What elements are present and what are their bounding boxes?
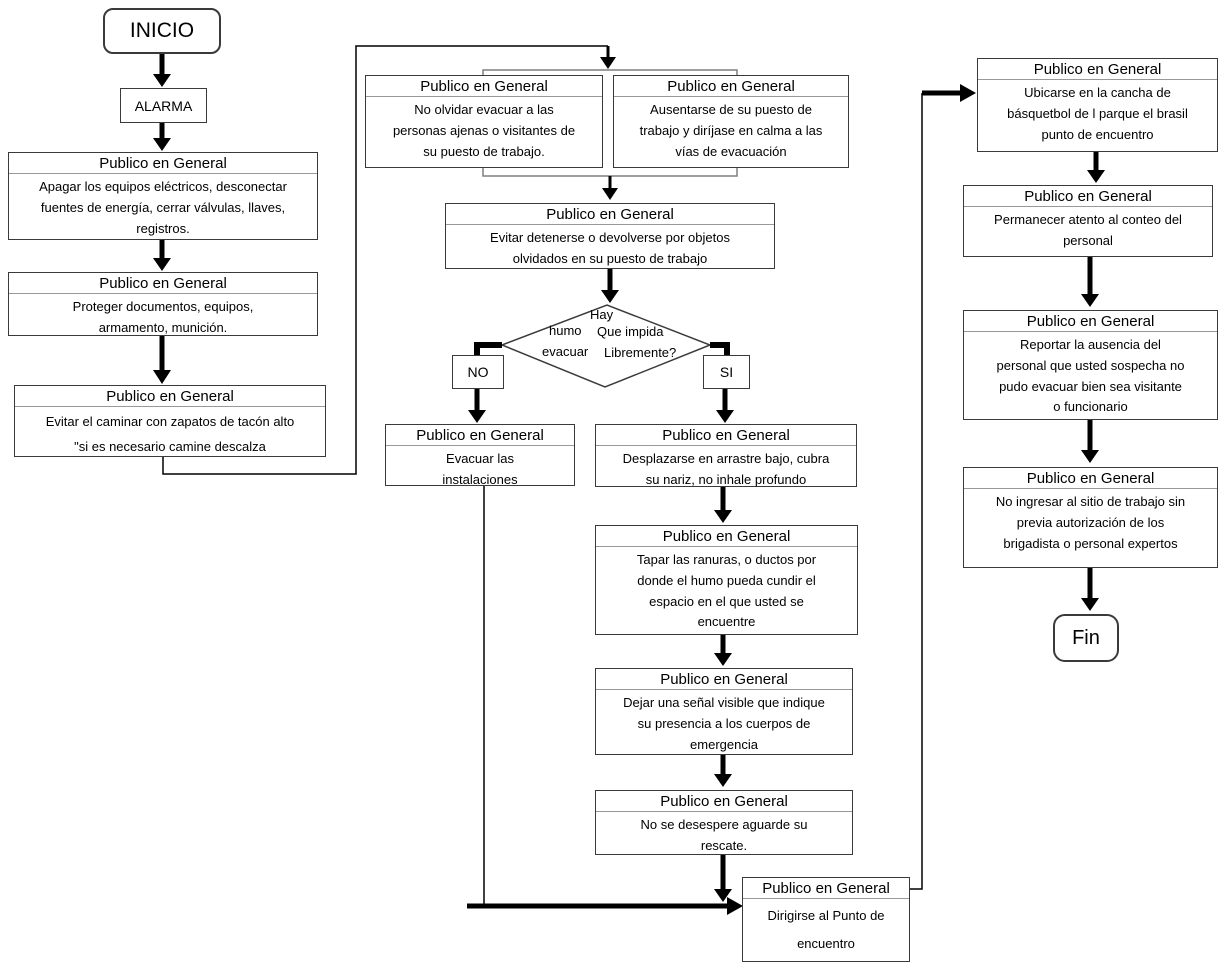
step-no-ingresar-box: Publico en General No ingresar al sitio … <box>963 467 1218 568</box>
step-body: Ausentarse de su puesto de trabajo y dir… <box>639 102 823 159</box>
step-no-desespere-box: Publico en General No se desespere aguar… <box>595 790 853 855</box>
arrow-group-evitar-detenerse <box>602 176 618 200</box>
step-evitar-detenerse-box: Publico en General Evitar detenerse o de… <box>445 203 775 269</box>
step-header: Publico en General <box>366 76 602 97</box>
arrow-permanecer-reportar <box>1081 257 1099 307</box>
arrow-apagar-proteger <box>153 240 171 271</box>
step-reportar-box: Publico en General Reportar la ausencia … <box>963 310 1218 420</box>
step-body: Dejar una señal visible que indique su p… <box>623 695 825 752</box>
step-desplazarse-box: Publico en General Desplazarse en arrast… <box>595 424 857 487</box>
step-header: Publico en General <box>596 669 852 690</box>
arrow-no-evacuar <box>468 387 486 423</box>
branch-si-label: SI <box>719 364 734 380</box>
arrow-inicio-alarma <box>153 50 171 87</box>
connector-dirigirse-up <box>910 93 923 890</box>
inicio-label: INICIO <box>129 19 195 42</box>
step-body: Proteger documentos, equipos, armamento,… <box>72 299 254 335</box>
arrow-into-ubicarse <box>922 84 976 102</box>
arrow-tapar-dejar <box>714 635 732 666</box>
step-body: Ubicarse en la cancha de básquetbol de l… <box>1007 85 1188 142</box>
arrow-evitar-detenerse-diamond <box>601 269 619 303</box>
branch-no-label: NO <box>467 364 489 380</box>
terminator-fin: Fin <box>1053 614 1119 662</box>
step-no-olvidar-box: Publico en General No olvidar evacuar a … <box>365 75 603 168</box>
step-body: Evacuar las instalaciones <box>442 451 518 487</box>
step-body: Evitar detenerse o devolverse por objeto… <box>490 230 730 266</box>
decision-text-hay: Hay <box>590 307 614 322</box>
branch-no-box: NO <box>452 355 504 389</box>
step-header: Publico en General <box>9 153 317 174</box>
step-tapar-box: Publico en General Tapar las ranuras, o … <box>595 525 858 635</box>
arrow-reportar-noingresar <box>1081 420 1099 463</box>
arrow-dejar-nodesespere <box>714 755 732 787</box>
step-evitar-tacon-box: Publico en General Evitar el caminar con… <box>14 385 326 457</box>
step-header: Publico en General <box>596 791 852 812</box>
step-header: Publico en General <box>964 468 1217 489</box>
step-permanecer-box: Publico en General Permanecer atento al … <box>963 185 1213 257</box>
step-ubicarse-box: Publico en General Ubicarse en la cancha… <box>977 58 1218 152</box>
decision-text-humo: humo <box>549 323 582 338</box>
step-header: Publico en General <box>446 204 774 225</box>
arrow-si-desplazarse <box>716 387 734 423</box>
arrow-nodesespere-down <box>714 855 732 902</box>
step-body: No se desespere aguarde su rescate. <box>640 817 808 853</box>
step-body: No ingresar al sitio de trabajo sin prev… <box>995 494 1186 551</box>
step-header: Publico en General <box>614 76 848 97</box>
arrow-alarma-apagar <box>153 122 171 151</box>
step-header: Publico en General <box>964 311 1217 332</box>
step-body: No olvidar evacuar a las personas ajenas… <box>392 102 576 159</box>
step-body: Tapar las ranuras, o ductos por donde el… <box>636 552 817 630</box>
step-evacuar-box: Publico en General Evacuar las instalaci… <box>385 424 575 487</box>
arrow-ubicarse-permanecer <box>1087 152 1105 183</box>
step-apagar-box: Publico en General Apagar los equipos el… <box>8 152 318 240</box>
step-body: Permanecer atento al conteo del personal <box>994 212 1182 248</box>
step-body: Desplazarse en arrastre bajo, cubra su n… <box>622 451 830 487</box>
decision-text-que-impida: Que impida <box>597 324 664 339</box>
alarma-label: ALARMA <box>134 97 193 114</box>
step-body: Reportar la ausencia del personal que us… <box>996 337 1185 415</box>
decision-text-libremente: Libremente? <box>604 345 677 360</box>
branch-si-box: SI <box>703 355 750 389</box>
arrow-bottom-dirigirse <box>467 897 743 915</box>
step-ausentarse-box: Publico en General Ausentarse de su pues… <box>613 75 849 168</box>
step-header: Publico en General <box>964 186 1212 207</box>
step-body: Apagar los equipos eléctricos, desconect… <box>39 179 287 236</box>
step-header: Publico en General <box>743 878 909 899</box>
process-alarma: ALARMA <box>120 88 207 123</box>
step-header: Publico en General <box>386 425 574 446</box>
arrow-proteger-evitar <box>153 336 171 384</box>
step-header: Publico en General <box>596 526 857 547</box>
fin-label: Fin <box>1072 626 1100 649</box>
step-header: Publico en General <box>596 425 856 446</box>
arrow-noingresar-fin <box>1081 568 1099 611</box>
decision-text-evacuar: evacuar <box>542 344 589 359</box>
step-proteger-box: Publico en General Proteger documentos, … <box>8 272 318 336</box>
step-body: Evitar el caminar con zapatos de tacón a… <box>45 414 295 454</box>
step-dirigirse-box: Publico en General Dirigirse al Punto de… <box>742 877 910 962</box>
terminator-inicio: INICIO <box>103 8 221 54</box>
step-header: Publico en General <box>978 59 1217 80</box>
arrow-into-group <box>600 46 616 69</box>
step-header: Publico en General <box>15 386 325 407</box>
step-dejar-box: Publico en General Dejar una señal visib… <box>595 668 853 755</box>
step-body: Dirigirse al Punto de encuentro <box>767 908 885 951</box>
step-header: Publico en General <box>9 273 317 294</box>
